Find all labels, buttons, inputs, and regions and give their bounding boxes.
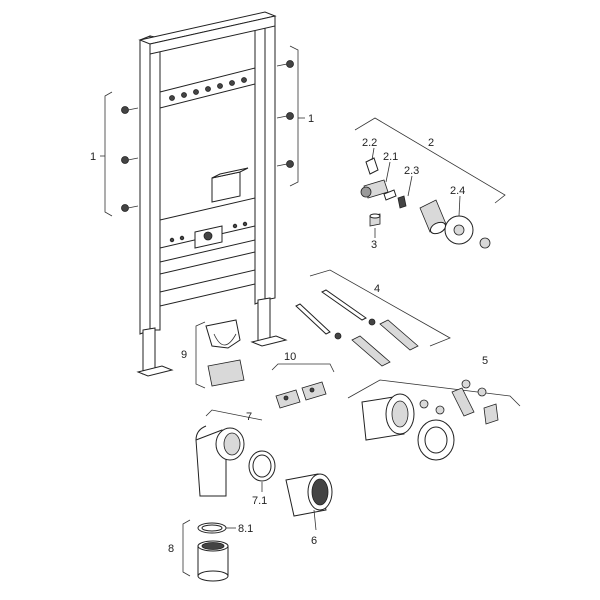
callout-3: 3: [371, 239, 377, 251]
callout-7-1: 7.1: [252, 495, 267, 507]
callout-2-3: 2.3: [404, 165, 419, 177]
angle-valve: [360, 157, 407, 209]
connector-sleeve: [285, 473, 333, 517]
callout-5: 5: [482, 355, 488, 367]
pipe-clamp: [205, 319, 245, 387]
valve-fitting-2-3: [419, 199, 447, 235]
seal-ring-7-1: [248, 450, 276, 482]
cover-rosette: [444, 215, 491, 249]
callout-9: 9: [181, 349, 187, 361]
drain-trap: [197, 522, 229, 582]
screws-left: [121, 106, 139, 212]
callout-2-4: 2.4: [450, 185, 465, 197]
drain-elbow: [195, 425, 245, 497]
callout-1-right: 1: [308, 113, 314, 125]
callout-4: 4: [374, 283, 380, 295]
callout-1-left: 1: [90, 151, 96, 163]
callout-7: 7: [246, 411, 252, 423]
callout-6: 6: [311, 535, 317, 547]
callout-2: 2: [428, 137, 434, 149]
callout-2-2: 2.2: [362, 137, 377, 149]
callout-2-1: 2.1: [383, 151, 398, 163]
callout-10: 10: [284, 351, 296, 363]
callout-8: 8: [168, 543, 174, 555]
threaded-rods: [295, 289, 419, 367]
nut-3: [369, 213, 381, 227]
flush-pipe-set: [361, 379, 499, 461]
callout-8-1: 8.1: [238, 523, 253, 535]
screws-right: [276, 60, 294, 168]
mounting-frame: [136, 11, 288, 377]
mounting-brackets: [275, 381, 327, 409]
